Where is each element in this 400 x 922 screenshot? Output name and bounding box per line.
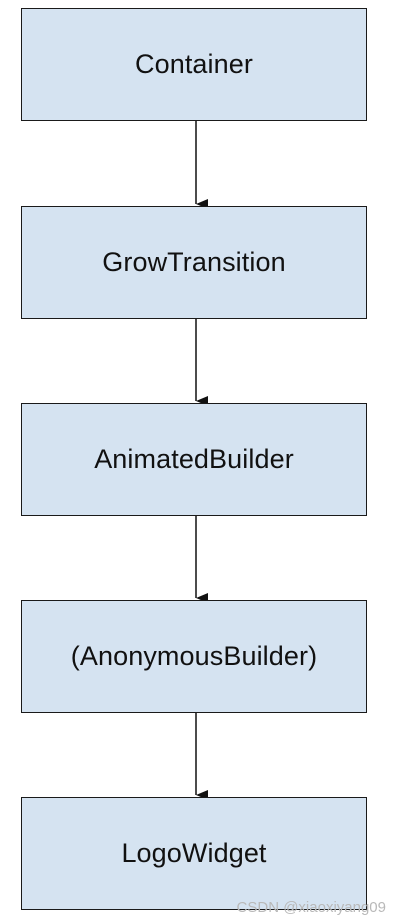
node-container-label: Container bbox=[135, 49, 253, 79]
node-anonymousbuilder: (AnonymousBuilder) bbox=[21, 600, 367, 713]
node-container: Container bbox=[21, 8, 367, 121]
node-anonymousbuilder-label: (AnonymousBuilder) bbox=[70, 641, 318, 671]
watermark: CSDN @xiaoxiyang09 bbox=[236, 899, 386, 916]
node-animatedbuilder-label: AnimatedBuilder bbox=[94, 444, 294, 474]
node-logowidget-label: LogoWidget bbox=[121, 838, 267, 868]
node-animatedbuilder: AnimatedBuilder bbox=[21, 403, 367, 516]
node-growtransition-label: GrowTransition bbox=[102, 247, 286, 277]
node-growtransition: GrowTransition bbox=[21, 206, 367, 319]
node-logowidget: LogoWidget bbox=[21, 797, 367, 910]
